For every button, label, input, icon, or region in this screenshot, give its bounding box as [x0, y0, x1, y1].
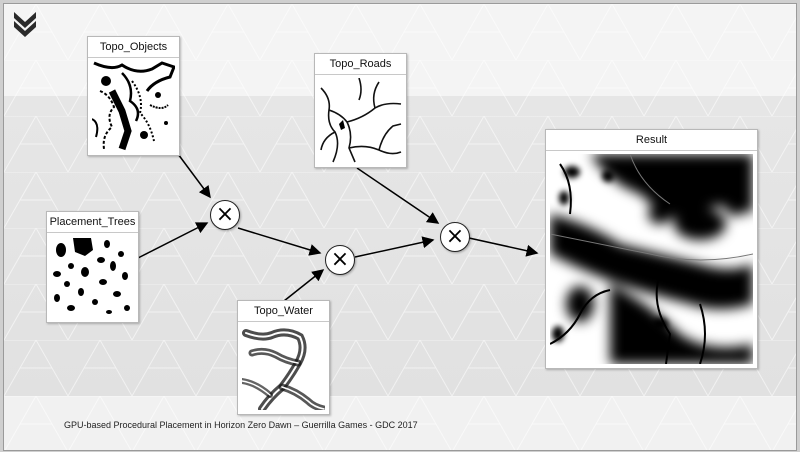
topo-objects-card: Topo_Objects: [87, 36, 180, 156]
topo-objects-texture: [92, 61, 175, 151]
arrow-objects-to-op1: [177, 153, 211, 199]
placement-trees-texture: [51, 236, 134, 318]
result-texture: [550, 154, 753, 364]
result-label: Result: [546, 130, 757, 151]
multiply-icon: ×: [330, 247, 350, 272]
topo-water-card: Topo_Water: [237, 300, 330, 415]
result-card: Result: [545, 129, 758, 369]
placement-trees-card: Placement_Trees: [46, 211, 139, 323]
multiply-operator-2: ×: [325, 245, 355, 275]
arrow-roads-to-op3: [356, 167, 440, 224]
arrow-op3-to-result: [468, 237, 539, 257]
arrow-op1-to-op2: [237, 227, 322, 256]
arrow-op2-to-op3: [354, 236, 435, 258]
multiply-operator-3: ×: [440, 222, 470, 252]
topo-water-texture: [242, 325, 325, 410]
multiply-icon: ×: [215, 202, 235, 227]
arrow-water-to-op2: [283, 269, 325, 302]
topo-water-label: Topo_Water: [238, 301, 329, 322]
placement-trees-label: Placement_Trees: [47, 212, 138, 233]
multiply-operator-1: ×: [210, 200, 240, 230]
footer-caption: GPU-based Procedural Placement in Horizo…: [64, 420, 418, 430]
topo-objects-label: Topo_Objects: [88, 37, 179, 58]
topo-roads-texture: [319, 78, 402, 163]
slide: Topo_Objects Topo_Roads: [3, 3, 797, 451]
connector-arrows: [137, 153, 539, 302]
arrow-trees-to-op1: [137, 222, 209, 259]
topo-roads-label: Topo_Roads: [315, 54, 406, 75]
multiply-icon: ×: [445, 224, 465, 249]
guerrilla-logo-icon: [14, 12, 36, 37]
topo-roads-card: Topo_Roads: [314, 53, 407, 168]
